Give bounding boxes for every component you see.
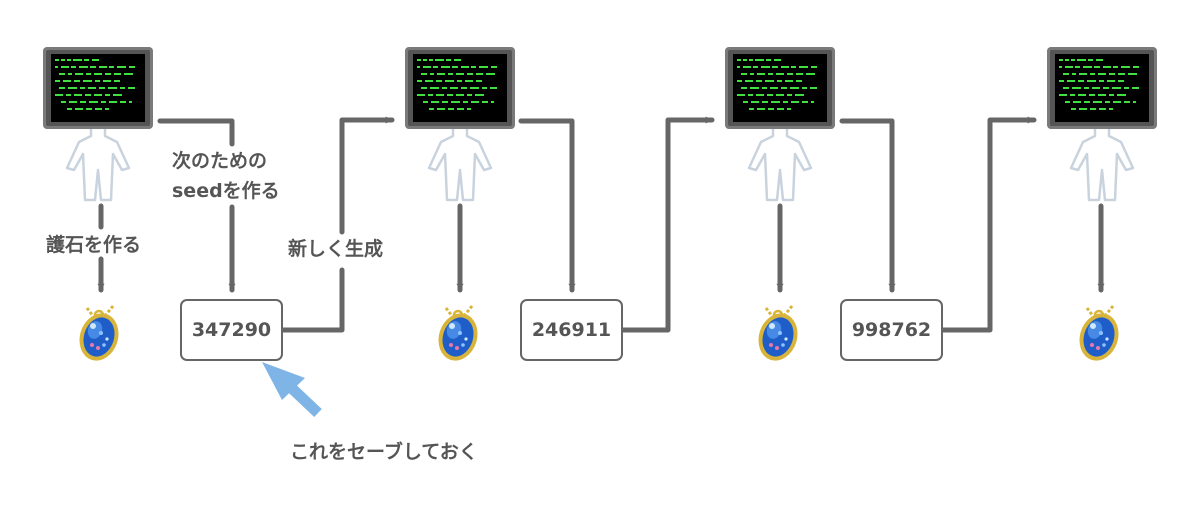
connector-line	[157, 118, 235, 147]
terminal-head-figure	[403, 45, 517, 202]
amulet-icon	[751, 304, 805, 368]
arrow-to-seed	[839, 118, 896, 293]
make-next-seed-label-line1: 次のための	[172, 150, 268, 172]
make-amulet-label: 護石を作る	[46, 234, 142, 256]
seed-box-2: 246911	[520, 299, 623, 361]
pointer-arrow	[262, 362, 322, 417]
amulet-icon	[1072, 304, 1126, 368]
arrow-to-next	[940, 116, 1037, 333]
connector-line	[280, 267, 345, 333]
terminal-head-figure	[1045, 45, 1159, 202]
amulet-icon	[431, 304, 485, 368]
regenerate-label: 新しく生成	[288, 238, 384, 260]
arrow-to-seed	[518, 118, 576, 293]
seed-box-3: 998762	[840, 299, 943, 361]
amulet-icon	[72, 304, 126, 368]
seed-box-1: 347290	[180, 299, 283, 361]
terminal-head-figure	[41, 45, 155, 202]
arrow-to-next	[339, 116, 395, 235]
save-this-label: これをセーブしておく	[290, 441, 478, 463]
arrow-to-next	[620, 116, 715, 333]
make-next-seed-label-line2: seedを作る	[172, 180, 280, 202]
terminal-head-figure	[723, 45, 837, 202]
